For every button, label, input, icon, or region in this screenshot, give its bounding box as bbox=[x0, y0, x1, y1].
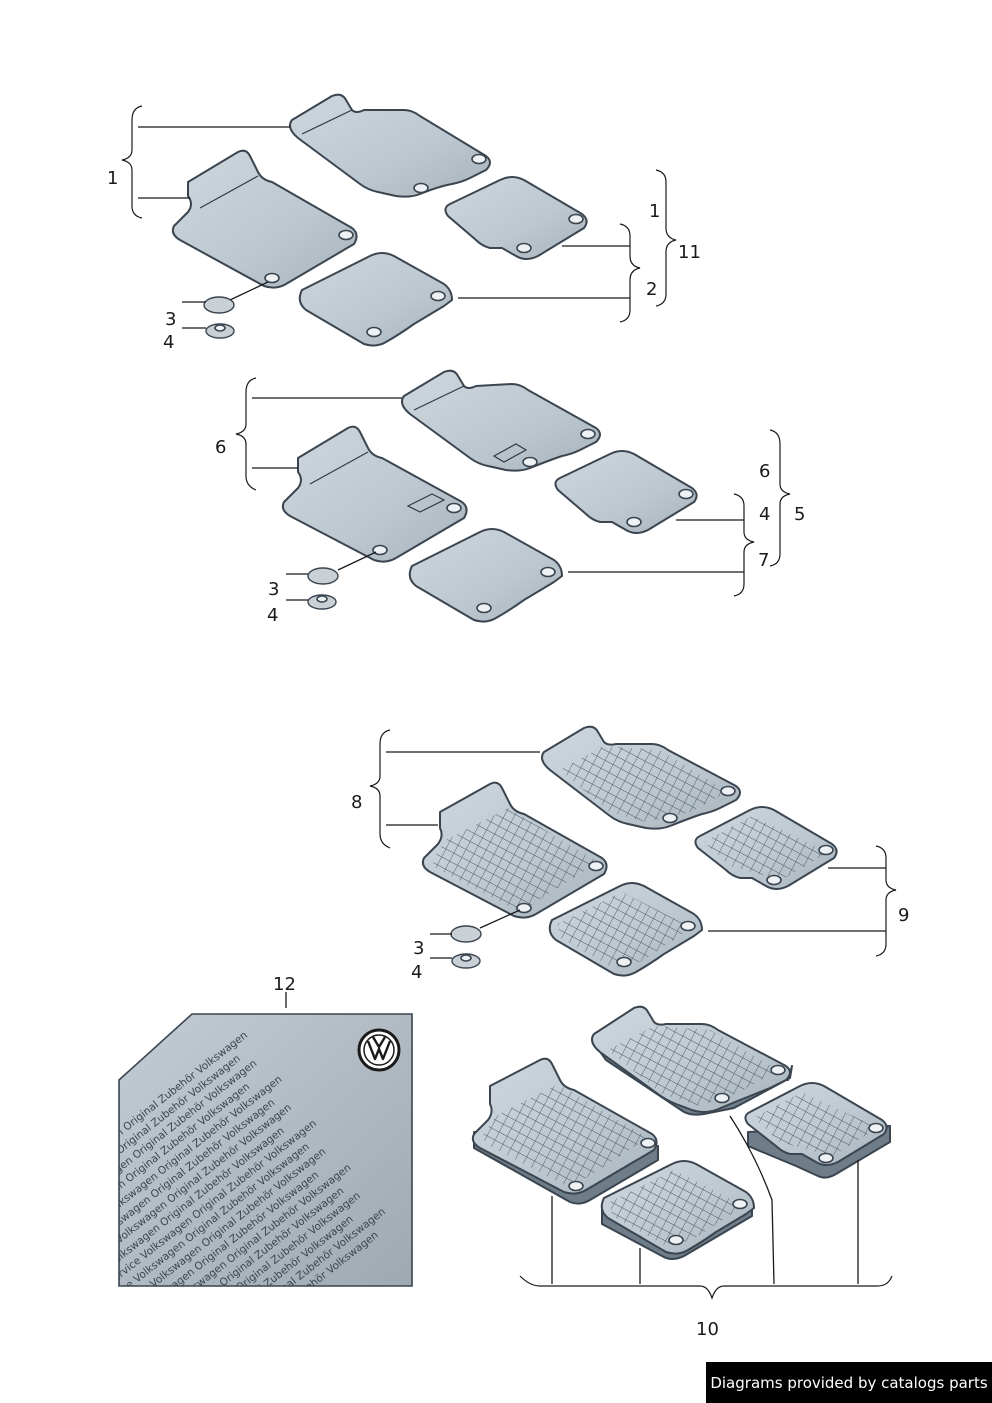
front-right-mat-3 bbox=[541, 725, 741, 830]
rubber-mat-set bbox=[471, 1005, 891, 1260]
front-right-mat bbox=[289, 93, 491, 198]
callout-g1-front: 1 bbox=[107, 168, 118, 189]
leader-lines bbox=[121, 105, 897, 1300]
rear-left-mat bbox=[298, 252, 453, 347]
front-left-mat-3 bbox=[421, 781, 608, 919]
fastener-clip bbox=[203, 281, 269, 339]
callout-g2-group: 5 bbox=[794, 504, 805, 525]
rear-left-mat-3 bbox=[548, 882, 703, 977]
callout-g3-base: 4 bbox=[411, 962, 422, 983]
callout-g2-rear4: 4 bbox=[759, 504, 770, 525]
callout-g1-rear: 1 bbox=[649, 201, 660, 222]
rear-right-mat bbox=[444, 176, 588, 260]
callout-g3-rear: 9 bbox=[898, 905, 909, 926]
rear-right-mat-3 bbox=[694, 806, 838, 890]
callout-g1-clip: 3 bbox=[165, 309, 176, 330]
callout-rubber-set: 10 bbox=[696, 1319, 719, 1340]
label-package: Service Volkswagen Original Zubehör Volk… bbox=[118, 1013, 413, 1287]
rubber-front-right bbox=[591, 1005, 793, 1116]
callout-g1-group: 11 bbox=[678, 242, 701, 263]
callout-numbers: 1 1 11 2 3 4 6 6 4 5 7 3 4 8 9 3 4 12 10 bbox=[107, 168, 909, 1340]
callout-g2-rear6: 6 bbox=[759, 461, 770, 482]
rear-right-mat-2 bbox=[554, 450, 698, 534]
front-right-mat-2 bbox=[401, 369, 601, 472]
callout-g2-base: 4 bbox=[267, 605, 278, 626]
vw-logo bbox=[357, 1028, 401, 1072]
rubber-rear-right bbox=[744, 1082, 891, 1179]
attribution-badge: Diagrams provided by catalogs parts bbox=[706, 1362, 992, 1403]
callout-g1-rear-pair: 2 bbox=[646, 279, 657, 300]
fastener-clip-3 bbox=[450, 909, 521, 969]
mat-set-textured bbox=[421, 725, 838, 977]
callout-label-pack: 12 bbox=[273, 974, 296, 995]
mat-set-plain-1 bbox=[171, 93, 588, 347]
callout-g2-front: 6 bbox=[215, 437, 226, 458]
callout-g2-clip: 3 bbox=[268, 579, 279, 600]
callout-g1-base: 4 bbox=[163, 332, 174, 353]
callout-g3-clip: 3 bbox=[413, 938, 424, 959]
fastener-clip-2 bbox=[307, 551, 377, 610]
front-left-mat-2 bbox=[281, 425, 468, 563]
callout-g2-rear7: 7 bbox=[758, 550, 769, 571]
callout-g3-front: 8 bbox=[351, 792, 362, 813]
rear-left-mat-2 bbox=[408, 528, 563, 623]
rubber-front-left bbox=[471, 1057, 659, 1205]
rubber-rear-left bbox=[600, 1160, 755, 1260]
mat-set-plain-2 bbox=[281, 369, 698, 623]
front-left-mat bbox=[171, 149, 358, 289]
